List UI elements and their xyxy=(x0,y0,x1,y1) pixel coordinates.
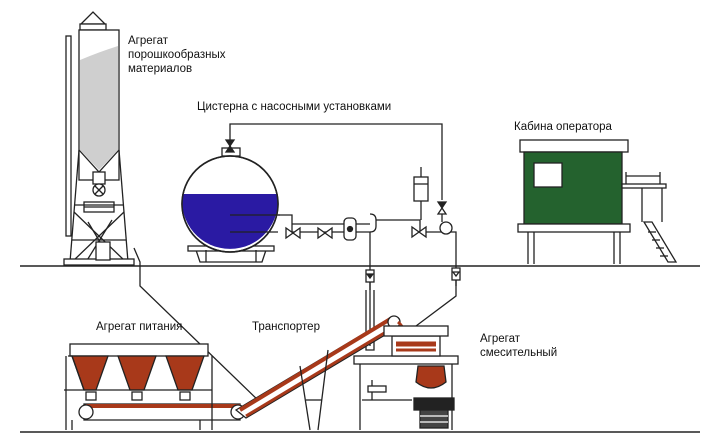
label-mixer: Агрегат смесительный xyxy=(480,333,558,359)
label-feeder: Агрегат питания xyxy=(96,321,183,333)
label-silo: Агрегат порошкообразных материалов xyxy=(128,35,226,75)
feeder-unit xyxy=(64,343,246,430)
operator-cabin xyxy=(517,139,678,264)
label-conveyor: Транспортер xyxy=(252,321,320,333)
label-cabin: Кабина оператора xyxy=(514,121,612,133)
hopper-3 xyxy=(165,355,205,391)
cabin-window xyxy=(533,162,563,188)
mixer-unit xyxy=(353,325,459,430)
piping xyxy=(224,123,461,351)
mixer-bowl xyxy=(415,365,447,389)
label-tank: Цистерна с насосными установками xyxy=(197,101,392,113)
hopper-2 xyxy=(117,355,157,391)
silo-unit xyxy=(63,11,263,405)
silo-powder xyxy=(80,46,118,170)
tank-unit xyxy=(181,147,280,263)
